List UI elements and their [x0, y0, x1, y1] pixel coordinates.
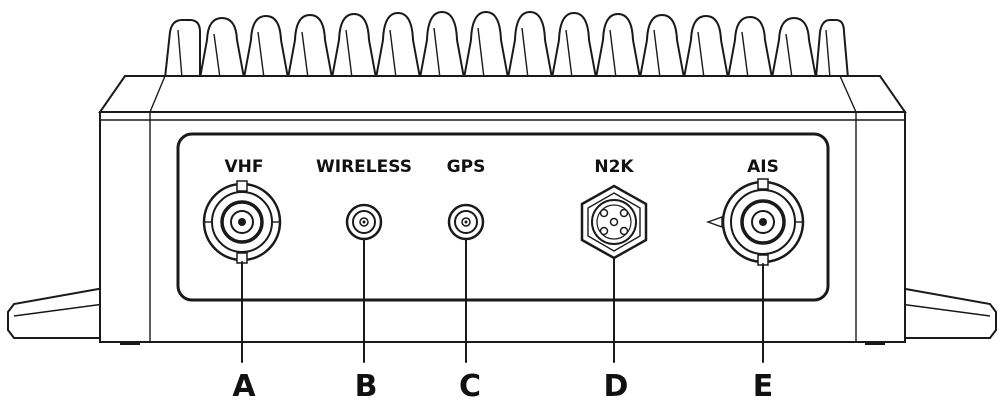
- port-label-n2k: N2K: [594, 157, 634, 177]
- ais-bnc-connector[interactable]: [705, 178, 805, 266]
- wireless-sma-connector[interactable]: [345, 203, 383, 241]
- housing-top: [98, 75, 907, 113]
- gps-sma-connector[interactable]: [447, 203, 485, 241]
- callout-c: C: [459, 369, 481, 401]
- connector-panel: [176, 132, 830, 302]
- port-label-ais: AIS: [747, 157, 779, 177]
- callout-leader-lines: [241, 238, 764, 363]
- mounting-flange-right: [899, 286, 997, 339]
- callout-d: D: [604, 369, 629, 401]
- port-label-vhf: VHF: [225, 157, 264, 177]
- callout-a: A: [232, 369, 256, 401]
- callout-b: B: [355, 369, 378, 401]
- vhf-bnc-connector[interactable]: [202, 180, 282, 264]
- callout-e: E: [753, 369, 774, 401]
- mounting-flange-left: [7, 286, 105, 339]
- heat-sink-fins: [164, 11, 849, 79]
- port-label-wireless: WIRELESS: [316, 157, 412, 177]
- port-label-gps: GPS: [447, 157, 486, 177]
- n2k-connector[interactable]: [580, 184, 648, 260]
